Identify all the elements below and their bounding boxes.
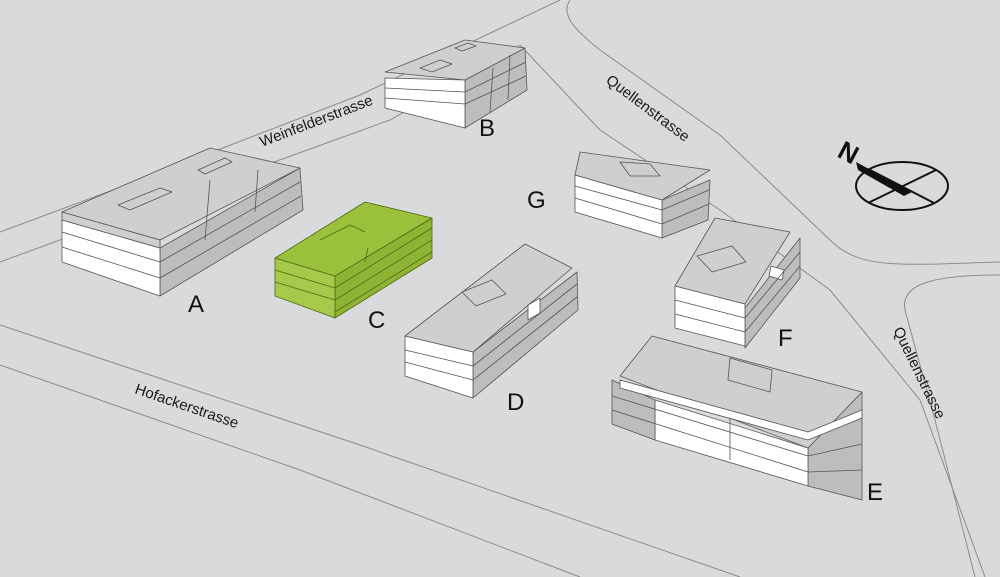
building-label-g: G xyxy=(527,187,546,214)
building-e-roof-patch xyxy=(727,357,773,393)
building-f[interactable] xyxy=(674,217,801,349)
building-f-notch xyxy=(768,265,785,281)
compass-ring xyxy=(855,161,949,211)
building-label-e: E xyxy=(867,479,883,506)
building-a-division-lines xyxy=(204,169,259,241)
building-c[interactable] xyxy=(274,201,433,319)
building-label-a: A xyxy=(188,291,204,318)
building-f-side xyxy=(744,237,801,349)
building-label-b: B xyxy=(479,115,495,142)
building-b-skylight-2 xyxy=(454,42,477,52)
building-a-roof-top xyxy=(61,211,161,249)
building-d-floor-lines xyxy=(404,283,578,381)
building-a-roof-skylight-2 xyxy=(197,157,233,175)
building-e-balcony-strip xyxy=(619,379,863,441)
building-b-skylight-1 xyxy=(419,59,453,73)
building-b-roof xyxy=(384,39,526,81)
road-quellen-right-edge xyxy=(566,0,1000,265)
building-g-floor-lines xyxy=(574,185,710,225)
building-e-floor-lines xyxy=(611,395,863,473)
building-label-d: D xyxy=(507,389,524,416)
building-d-roof-patch xyxy=(461,279,507,307)
road-hofacker-upper-edge xyxy=(0,324,741,577)
building-a-floor-lines xyxy=(61,181,302,279)
building-f-roof-patch xyxy=(696,245,747,273)
building-c-roof xyxy=(274,201,433,277)
road-hofacker-lower-edge xyxy=(0,364,581,577)
building-c-floor-lines xyxy=(274,224,433,313)
building-g-roof-patch xyxy=(619,161,661,177)
north-arrow-icon xyxy=(856,162,912,196)
building-b-floor-lines xyxy=(384,54,527,113)
building-a-roof-skylight-1 xyxy=(117,187,173,211)
building-b[interactable] xyxy=(384,39,528,129)
building-a[interactable] xyxy=(61,147,304,297)
building-d[interactable] xyxy=(404,243,579,399)
building-e-roof xyxy=(619,335,863,449)
building-f-floor-lines xyxy=(674,251,801,333)
building-e[interactable] xyxy=(611,335,863,501)
building-label-c: C xyxy=(368,307,385,334)
building-g[interactable] xyxy=(574,151,711,239)
building-label-f: F xyxy=(778,325,793,352)
road-quellen-east-edge xyxy=(903,274,1000,577)
